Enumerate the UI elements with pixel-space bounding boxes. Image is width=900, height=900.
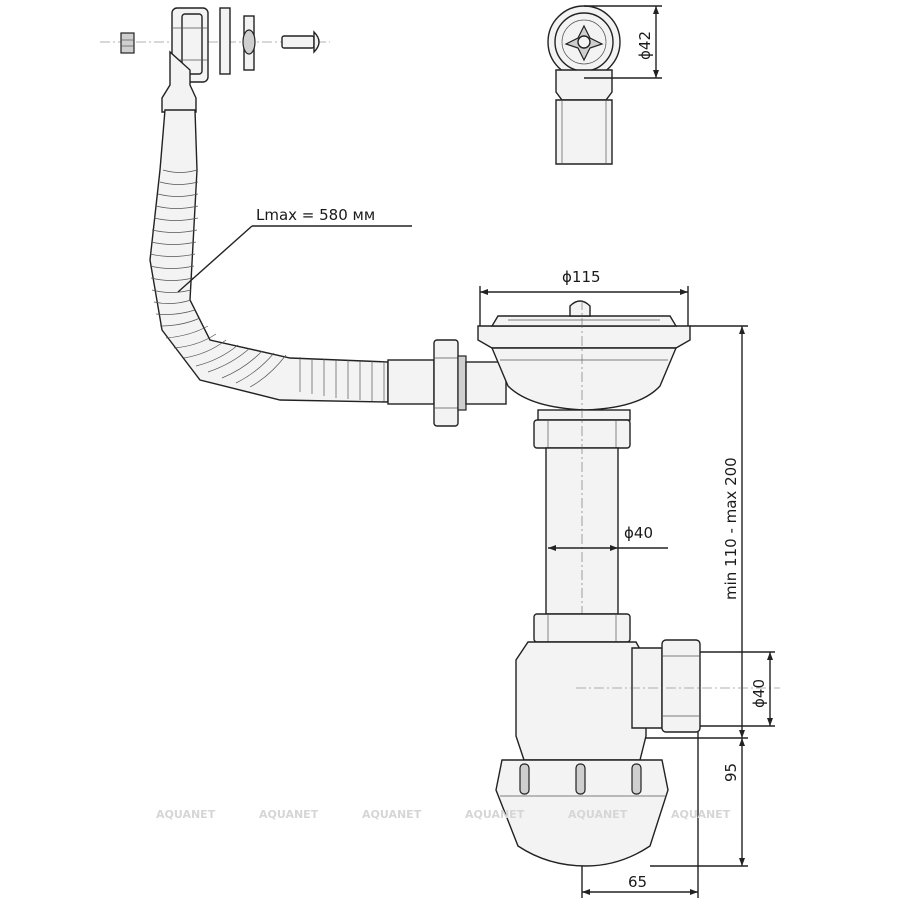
watermark: AQUANET (465, 808, 525, 821)
trap-height-dimension: 95 (650, 738, 748, 867)
trap-offset-label: 65 (628, 873, 647, 891)
watermark: AQUANET (259, 808, 319, 821)
watermark-row: AQUANET AQUANET AQUANET AQUANET AQUANET … (156, 808, 731, 821)
watermark: AQUANET (568, 808, 628, 821)
pipe-diameter-label: ϕ40 (624, 524, 653, 542)
hose-length-label: Lmax = 580 мм (256, 206, 375, 224)
watermark: AQUANET (362, 808, 422, 821)
side-outlet-diameter-label: ϕ40 (750, 679, 768, 708)
side-outlet-diameter-dimension: ϕ40 (576, 651, 780, 727)
bottle-trap (495, 639, 701, 867)
trap-height-label: 95 (722, 763, 740, 782)
watermark: AQUANET (156, 808, 216, 821)
height-range-label: min 110 - max 200 (722, 457, 740, 600)
outlet-diameter-label: ϕ42 (636, 31, 654, 60)
height-range-dimension: min 110 - max 200 (646, 325, 748, 739)
watermark: AQUANET (671, 808, 731, 821)
vertical-pipe (533, 300, 631, 880)
pipe-diameter-dimension: ϕ40 (548, 524, 668, 551)
hose-length-dimension: Lmax = 580 мм (177, 206, 412, 293)
corrugated-hose (149, 109, 507, 427)
sink-strainer (477, 300, 691, 421)
strainer-diameter-label: ϕ115 (562, 268, 601, 286)
strainer-diameter-dimension: ϕ115 (479, 268, 689, 326)
trap-offset-dimension: 65 (581, 732, 699, 898)
overflow-parts-exploded (100, 7, 330, 113)
outlet-side-view: ϕ42 (547, 5, 662, 165)
